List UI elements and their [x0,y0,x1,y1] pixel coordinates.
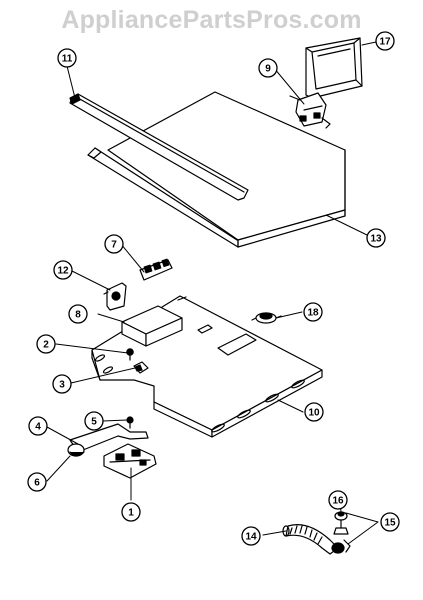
control-module [121,305,183,347]
callout-1: 1 [128,508,134,519]
callout-14: 14 [245,532,257,543]
callout-17: 17 [379,37,391,48]
callout-18: 18 [307,308,319,319]
terminal-block [139,258,173,281]
callout-circles [27,31,400,546]
callout-10: 10 [308,408,320,419]
mounting-bracket [103,282,127,311]
callout-13: 13 [370,234,382,245]
callout-7: 7 [111,240,117,251]
leader-lines [46,41,379,545]
screw-lever [126,416,134,429]
latch-assembly [103,443,157,479]
base-plate [91,295,323,438]
fitting-assembly [333,511,351,553]
top-cover-panel [87,91,346,248]
switch-component [289,92,331,129]
vent-handle [305,37,363,99]
callout-9: 9 [265,64,271,75]
callout-15: 15 [384,518,396,529]
callout-8: 8 [75,310,81,321]
callout-3: 3 [59,380,65,391]
wire-connector [133,361,149,374]
callout-11: 11 [62,54,73,65]
lever-arm [67,423,149,457]
screw-small [126,348,134,361]
front-trim-strip [69,93,249,201]
hose-assembly [282,524,345,555]
watermark-text: AppliancePartsPros.com [61,6,362,34]
callout-labels: 11 9 17 13 7 12 8 2 3 18 10 4 5 6 1 14 1… [34,37,396,543]
callout-2: 2 [43,340,49,351]
callout-5: 5 [91,417,97,428]
callout-16: 16 [332,496,344,507]
callout-12: 12 [57,266,69,277]
callout-6: 6 [34,478,40,489]
callout-4: 4 [35,422,41,433]
